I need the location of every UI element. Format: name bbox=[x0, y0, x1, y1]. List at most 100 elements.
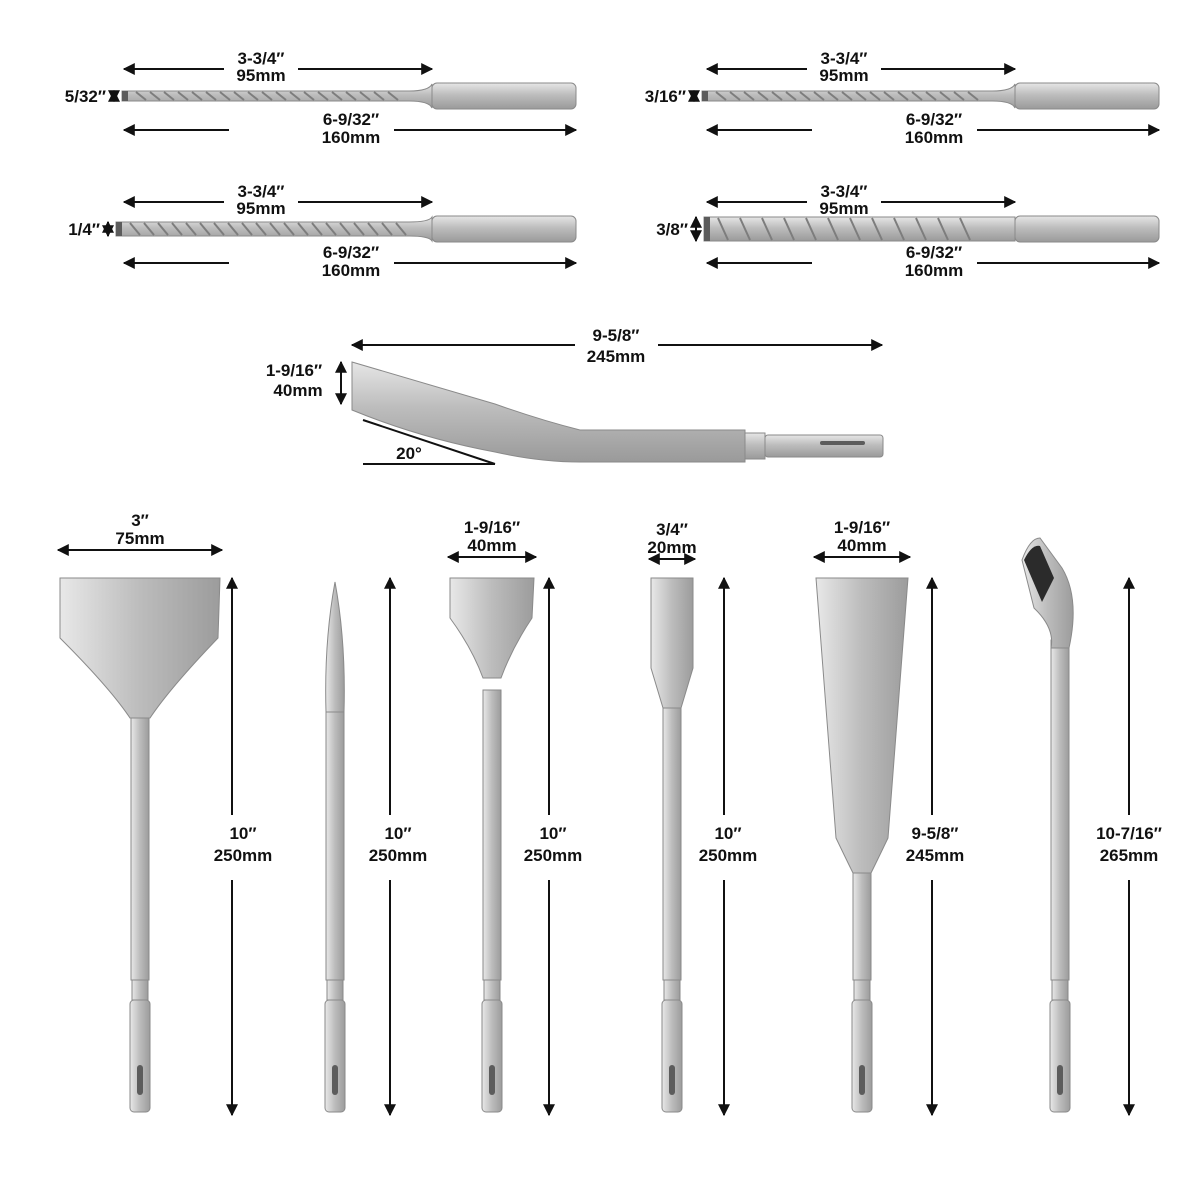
chisel-sds-slot bbox=[859, 1065, 865, 1095]
bent-chisel-shank bbox=[764, 434, 884, 458]
width-in: 1-9/16″ bbox=[834, 518, 890, 537]
flute-groove bbox=[339, 222, 351, 236]
flute-groove bbox=[177, 91, 189, 101]
flute-length-in: 3-3/4″ bbox=[821, 182, 868, 201]
flute-length-mm: 95mm bbox=[819, 66, 868, 85]
chisel-collar bbox=[1051, 979, 1069, 1001]
flute-groove bbox=[219, 91, 231, 101]
flute-groove bbox=[911, 91, 923, 101]
length-mm: 265mm bbox=[1100, 846, 1159, 865]
chisel-collar bbox=[326, 979, 344, 1001]
chisel-collar bbox=[483, 979, 501, 1001]
flute-groove bbox=[275, 91, 287, 101]
drill-bit-flutes bbox=[135, 91, 399, 101]
total-length-mm: 160mm bbox=[905, 128, 964, 147]
chisel-blade bbox=[449, 577, 535, 679]
length-in: 10″ bbox=[384, 824, 411, 843]
flute-groove bbox=[325, 222, 337, 236]
chisel-shank bbox=[325, 689, 345, 981]
flute-groove bbox=[199, 222, 211, 236]
diameter-label: 1/4″ bbox=[68, 220, 100, 239]
flute-groove bbox=[395, 222, 407, 236]
flute-groove bbox=[135, 91, 147, 101]
flute-groove bbox=[743, 91, 755, 101]
flute-groove bbox=[967, 91, 979, 101]
flute-groove bbox=[855, 91, 867, 101]
chisel-sds-slot bbox=[332, 1065, 338, 1095]
flute-groove bbox=[311, 222, 323, 236]
flute-groove bbox=[317, 91, 329, 101]
length-in: 10″ bbox=[714, 824, 741, 843]
flute-groove bbox=[771, 91, 783, 101]
flute-groove bbox=[331, 91, 343, 101]
chisel-sds-end bbox=[324, 999, 346, 1113]
drill-bit-tip bbox=[116, 222, 122, 236]
flute-groove bbox=[897, 91, 909, 101]
length-in: 10″ bbox=[539, 824, 566, 843]
flute-length-mm: 95mm bbox=[819, 199, 868, 218]
flute-groove bbox=[171, 222, 183, 236]
flute-groove bbox=[925, 91, 937, 101]
flute-length-in: 3-3/4″ bbox=[238, 182, 285, 201]
drill-bits-group: 3-3/4″95mm6-9/32″160mm5/32″3-3/4″95mm6-9… bbox=[65, 49, 1161, 280]
flute-groove bbox=[367, 222, 379, 236]
total-length-in: 6-9/32″ bbox=[323, 110, 379, 129]
total-length-in: 6-9/32″ bbox=[906, 110, 962, 129]
flute-groove bbox=[185, 222, 197, 236]
bent-length-mm: 245mm bbox=[587, 347, 646, 366]
flute-length-in: 3-3/4″ bbox=[821, 49, 868, 68]
flute-groove bbox=[841, 91, 853, 101]
chisel-shank bbox=[852, 869, 872, 981]
flute-groove bbox=[233, 91, 245, 101]
width-in: 3″ bbox=[131, 511, 149, 530]
chisel-collar bbox=[663, 979, 681, 1001]
flute-groove bbox=[893, 217, 905, 241]
flute-groove bbox=[869, 91, 881, 101]
flute-groove bbox=[289, 91, 301, 101]
length-mm: 250mm bbox=[214, 846, 273, 865]
chisel-blade bbox=[815, 577, 909, 874]
diameter-label: 3/8″ bbox=[656, 220, 688, 239]
flute-groove bbox=[959, 217, 971, 241]
flute-groove bbox=[849, 217, 861, 241]
chisel-collar bbox=[131, 979, 149, 1001]
chisel-point: 10″250mm bbox=[324, 576, 427, 1117]
flute-groove bbox=[261, 91, 273, 101]
flute-groove bbox=[871, 217, 883, 241]
length-mm: 250mm bbox=[699, 846, 758, 865]
flute-groove bbox=[163, 91, 175, 101]
bent-chisel-collar bbox=[744, 432, 766, 460]
flute-groove bbox=[353, 222, 365, 236]
flute-groove bbox=[761, 217, 773, 241]
bent-chisel-blade bbox=[351, 361, 746, 463]
flute-groove bbox=[783, 217, 795, 241]
bent-length-in: 9-5/8″ bbox=[593, 326, 640, 345]
flute-groove bbox=[785, 91, 797, 101]
flute-groove bbox=[157, 222, 169, 236]
drill-bit-flutes bbox=[717, 217, 971, 241]
flute-length-in: 3-3/4″ bbox=[238, 49, 285, 68]
chisel-gouge: 10-7/16″265mm bbox=[1021, 537, 1162, 1117]
flute-groove bbox=[953, 91, 965, 101]
flute-groove bbox=[813, 91, 825, 101]
flute-groove bbox=[283, 222, 295, 236]
flute-groove bbox=[729, 91, 741, 101]
length-in: 10″ bbox=[229, 824, 256, 843]
bent-angle-label: 20° bbox=[396, 444, 422, 463]
chisel-sds-end bbox=[1049, 999, 1071, 1113]
drill-bit-tip bbox=[704, 217, 710, 241]
width-in: 1-9/16″ bbox=[464, 518, 520, 537]
drill-bit-body bbox=[703, 216, 1016, 242]
chisel-collar bbox=[853, 979, 871, 1001]
chisel-sds-slot bbox=[489, 1065, 495, 1095]
flute-groove bbox=[387, 91, 399, 101]
chisel-shank bbox=[662, 689, 682, 981]
bent-width-in: 1-9/16″ bbox=[266, 361, 322, 380]
width-mm: 75mm bbox=[115, 529, 164, 548]
